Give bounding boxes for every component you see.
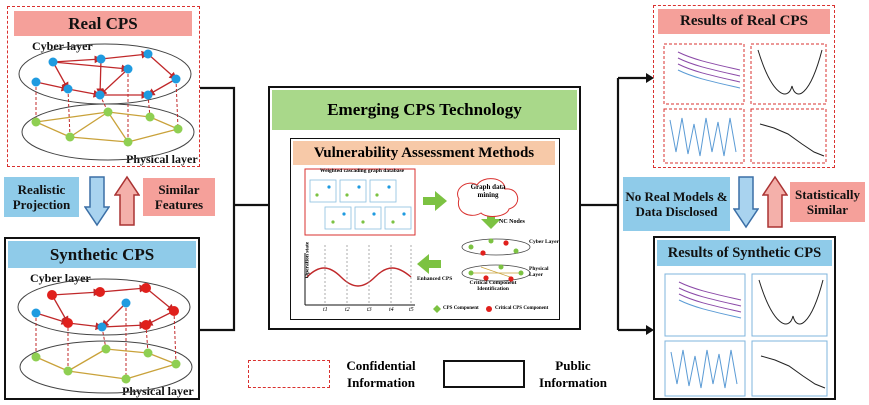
- operation-state-label: Operation state: [304, 241, 311, 279]
- synthetic-cps-panel: Synthetic CPS Cyber layer Physical layer: [4, 237, 200, 400]
- realistic-projection-tag: Realistic Projection: [4, 177, 79, 217]
- confidential-legend-box: [248, 360, 330, 388]
- results-synth-panel: Results of Synthetic CPS: [653, 236, 836, 400]
- vulnerability-methods-title: Vulnerability Assessment Methods: [293, 141, 555, 165]
- emerging-cps-title: Emerging CPS Technology: [272, 90, 577, 130]
- similar-features-tag: Similar Features: [143, 178, 215, 216]
- vulnerability-methods-panel: Vulnerability Assessment Methods: [290, 138, 560, 320]
- results-real-panel: Results of Real CPS: [653, 5, 835, 168]
- results-synth-title: Results of Synthetic CPS: [657, 240, 832, 266]
- methods-diagram: [304, 168, 531, 313]
- results-real-plots: [663, 43, 827, 164]
- public-legend-box: [443, 360, 525, 388]
- real-physical-label: Physical layer: [126, 152, 198, 166]
- legend-critical-component: Critical CPS Component: [495, 306, 549, 311]
- confidential-legend-label: Confidential Information: [346, 358, 416, 390]
- real-cps-network: [18, 43, 195, 161]
- synthetic-cyber-label: Cyber layer: [30, 271, 91, 285]
- results-synth-plots: [664, 273, 828, 397]
- synthetic-cps-title: Synthetic CPS: [8, 241, 196, 268]
- critical-id-label: Critical Component Identification: [469, 280, 517, 292]
- weighted-db-label: Weighted cascading graph database: [319, 168, 405, 174]
- no-real-models-tag: No Real Models & Data Disclosed: [623, 177, 730, 231]
- time-tick-3: t3: [367, 307, 372, 313]
- time-tick-2: t2: [345, 307, 350, 313]
- public-legend-label: Public Information: [539, 358, 607, 390]
- time-tick-1: t1: [323, 307, 328, 313]
- up-arrow-icon: [114, 175, 140, 226]
- results-real-title: Results of Real CPS: [658, 9, 830, 34]
- real-cps-title: Real CPS: [14, 11, 192, 36]
- time-tick-4: t4: [389, 307, 394, 313]
- nc-nodes-label: NC Nodes: [499, 219, 525, 225]
- synthetic-cps-network: [17, 278, 193, 394]
- real-cps-panel: Real CPS Cyber layer Physical layer: [7, 6, 200, 167]
- physical-layer-label: Physical Layer: [529, 266, 549, 278]
- up-arrow-right-icon: [762, 175, 788, 228]
- down-arrow-icon: [84, 176, 110, 227]
- enhanced-cps-label: Enhanced CPS: [417, 276, 453, 282]
- synthetic-physical-label: Physical layer: [122, 384, 194, 398]
- graph-mining-label: Graph data mining: [470, 183, 506, 199]
- time-tick-5: t5: [409, 307, 414, 313]
- statistically-similar-tag: Statistically Similar: [790, 182, 865, 222]
- real-cyber-label: Cyber layer: [32, 39, 93, 53]
- legend-cps-component: CPS Component: [443, 306, 479, 311]
- down-arrow-right-icon: [733, 176, 759, 229]
- cyber-layer-label: Cyber Layer: [529, 239, 559, 245]
- emerging-cps-panel: Emerging CPS Technology Vulnerability As…: [268, 86, 581, 330]
